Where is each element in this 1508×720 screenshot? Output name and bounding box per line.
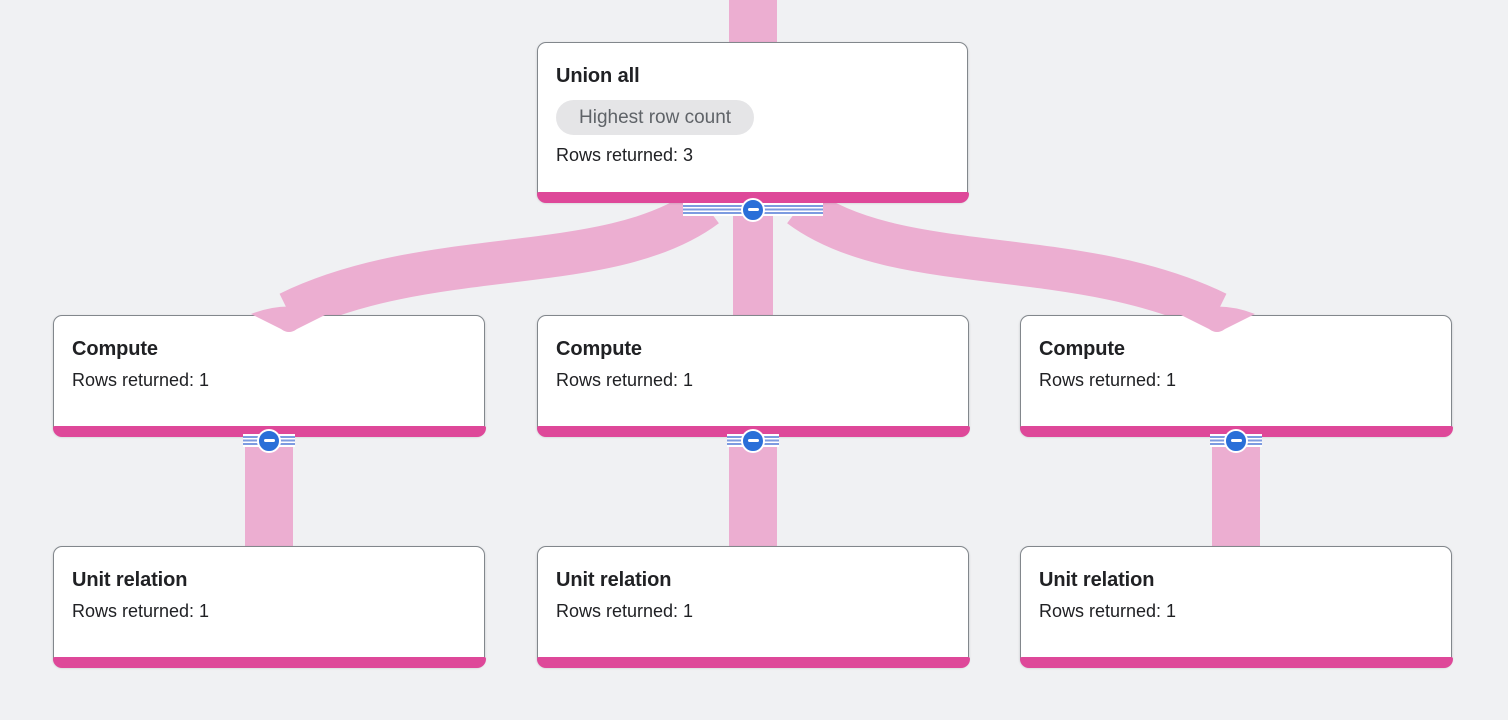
node-title: Compute <box>556 338 642 360</box>
minus-icon <box>747 208 759 211</box>
plan-node-unit-relation-3[interactable]: Unit relation Rows returned: 1 <box>1019 546 1453 668</box>
minus-icon <box>747 439 759 442</box>
rows-returned-label: Rows returned: 1 <box>556 601 694 621</box>
collapse-node-button[interactable] <box>257 428 281 453</box>
plan-node-unit-relation-2[interactable]: Unit relation Rows returned: 1 <box>536 546 970 668</box>
plan-node-compute-3[interactable]: Compute Rows returned: 1 <box>1019 315 1453 437</box>
edge-compute-2-to-unit-relation-2 <box>729 434 777 548</box>
edge-union-all-to-compute-2 <box>733 204 773 317</box>
collapse-control-union-all <box>683 197 823 222</box>
node-title: Union all <box>556 65 640 87</box>
collapse-control-compute-2 <box>727 428 779 453</box>
plan-node-compute-1[interactable]: Compute Rows returned: 1 <box>52 315 486 437</box>
node-title: Compute <box>1039 338 1125 360</box>
node-title: Unit relation <box>1039 569 1155 591</box>
node-accent-bar <box>536 656 970 668</box>
edge-union-all-to-compute-1 <box>279 188 719 333</box>
collapse-control-compute-3 <box>1210 428 1262 453</box>
plan-node-compute-2[interactable]: Compute Rows returned: 1 <box>536 315 970 437</box>
collapse-node-button[interactable] <box>1224 428 1248 453</box>
node-title: Unit relation <box>72 569 188 591</box>
highest-row-count-badge: Highest row count <box>556 100 755 135</box>
rows-returned-label: Rows returned: 1 <box>72 370 210 390</box>
collapse-control-compute-1 <box>243 428 295 453</box>
plan-node-union-all[interactable]: Union all Highest row count Rows returne… <box>536 42 969 203</box>
rows-returned-label: Rows returned: 1 <box>72 601 210 621</box>
node-title: Compute <box>72 338 158 360</box>
edge-parent-to-union-all <box>729 0 777 44</box>
rows-returned-label: Rows returned: 1 <box>556 370 694 390</box>
rows-returned-label: Rows returned: 1 <box>1039 601 1177 621</box>
node-accent-bar <box>1019 656 1453 668</box>
minus-icon <box>263 439 275 442</box>
collapse-node-button[interactable] <box>741 197 765 222</box>
edge-union-all-to-compute-3 <box>787 188 1227 333</box>
node-accent-bar <box>52 656 486 668</box>
collapse-node-button[interactable] <box>741 428 765 453</box>
minus-icon <box>1230 439 1242 442</box>
edge-compute-1-to-unit-relation-1 <box>245 434 293 548</box>
rows-returned-label: Rows returned: 3 <box>556 145 694 165</box>
edge-compute-3-to-unit-relation-3 <box>1212 434 1260 548</box>
node-title: Unit relation <box>556 569 672 591</box>
node-accent-bar <box>536 191 969 203</box>
plan-node-unit-relation-1[interactable]: Unit relation Rows returned: 1 <box>52 546 486 668</box>
rows-returned-label: Rows returned: 1 <box>1039 370 1177 390</box>
